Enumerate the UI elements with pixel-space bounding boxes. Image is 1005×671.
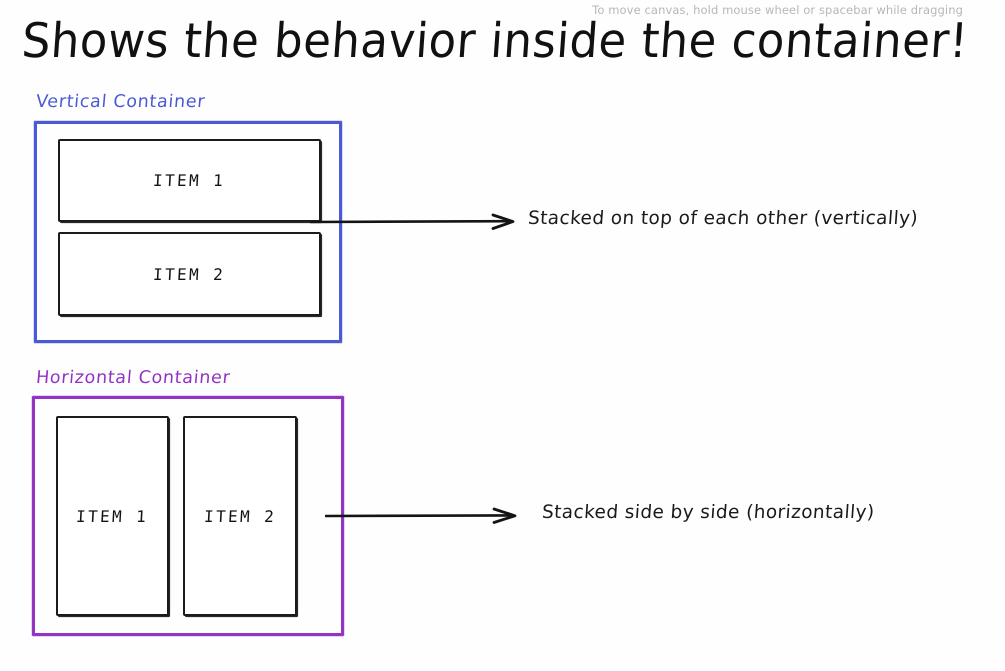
horizontal-item-1[interactable]: ITEM 1 [56, 416, 169, 616]
canvas-pan-hint: To move canvas, hold mouse wheel or spac… [592, 3, 963, 17]
horizontal-annotation-text: Stacked side by side (horizontally) [541, 502, 876, 523]
vertical-item-1-label: ITEM 1 [152, 171, 227, 190]
horizontal-item-2[interactable]: ITEM 2 [183, 416, 297, 616]
horizontal-item-1-label: ITEM 1 [75, 506, 150, 526]
page-title: Shows the behavior inside the container! [20, 12, 971, 69]
vertical-annotation-text: Stacked on top of each other (vertically… [527, 208, 919, 229]
vertical-item-2[interactable]: ITEM 2 [58, 232, 321, 316]
vertical-item-1[interactable]: ITEM 1 [58, 139, 321, 222]
vertical-annotation-arrow [310, 213, 515, 230]
horizontal-item-2-label: ITEM 2 [203, 506, 277, 526]
horizontal-container: ITEM 1 ITEM 2 [32, 396, 344, 636]
horizontal-container-label: Horizontal Container [35, 368, 232, 388]
vertical-item-2-label: ITEM 2 [152, 264, 227, 284]
horizontal-annotation-arrow [325, 507, 517, 524]
vertical-container-label: Vertical Container [35, 92, 207, 112]
vertical-container: ITEM 1 ITEM 2 [34, 121, 342, 343]
